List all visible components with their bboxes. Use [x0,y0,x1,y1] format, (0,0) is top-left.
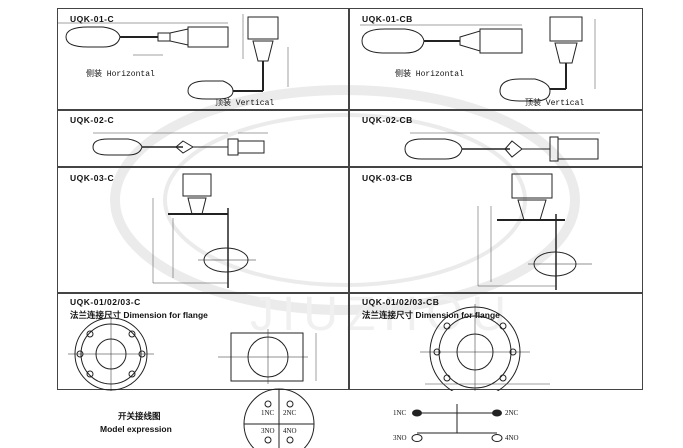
schematic-3no: 3NO [393,434,407,442]
panel-title: UQK-01/02/03-CB [362,297,440,307]
float-switch-drawing [92,132,268,156]
float-switch-drawing [360,16,596,102]
terminal-hole-icon [264,436,272,444]
panel-uqk-03-cb: UQK-03-CB [349,167,643,293]
panel-title: UQK-01-C [70,14,115,24]
horizontal-label: 侧装 Horizontal [86,70,155,79]
terminal-1nc: 1NC [261,409,275,417]
no-contact-icon [491,434,503,442]
terminal-hole-icon [264,400,272,408]
nc-contact-icon [492,409,502,417]
panel-uqk-01-c: UQK-01-C 侧装 Horizontal 顶装 Vertical [57,8,349,110]
float-switch-drawing [58,14,289,100]
panel-uqk-03-c: UQK-03-C [57,167,349,293]
float-switch-drawing [477,173,592,290]
terminal-4no: 4NO [283,427,297,435]
svg-text:JIUZHOU: JIUZHOU [250,288,514,341]
nc-contact-icon [412,409,422,417]
horizontal-label: 侧装 Horizontal [395,70,464,79]
panel-title: UQK-02-CB [362,115,413,125]
flange-drawing [420,304,550,391]
panel-title: UQK-01/02/03-C [70,297,141,307]
schematic-4no: 4NO [505,434,519,442]
terminal-hole-icon [286,436,294,444]
schematic-1nc: 1NC [393,409,407,417]
wiring-title-en: Model expression [100,424,172,434]
wiring-title-cn: 开关接线图 [118,411,161,421]
vertical-label: 顶装 Vertical [215,99,275,108]
panel-uqk-01-cb: UQK-01-CB 侧装 Horizontal 顶装 Vertical [349,8,643,110]
terminal-3no: 3NO [261,427,275,435]
terminal-2nc: 2NC [283,409,297,417]
panel-uqk-02-cb: UQK-02-CB [349,110,643,167]
panel-flange-c: UQK-01/02/03-C 法兰连接尺寸 Dimension for flan… [57,293,349,391]
panel-title: UQK-01-CB [362,14,413,24]
flange-drawing [68,314,317,391]
panel-uqk-02-c: UQK-02-C [57,110,349,167]
panel-title: UQK-02-C [70,115,115,125]
no-contact-icon [411,434,423,442]
panel-subtitle: 法兰连接尺寸 Dimension for flange [70,310,208,320]
panel-flange-cb: UQK-01/02/03-CB 法兰连接尺寸 Dimension for fla… [349,293,643,391]
float-switch-drawing [404,132,600,162]
panel-title: UQK-03-CB [362,173,413,183]
panel-subtitle: 法兰连接尺寸 Dimension for flange [362,310,500,320]
panel-title: UQK-03-C [70,173,115,183]
float-switch-drawing [152,173,256,288]
vertical-label: 顶装 Vertical [525,99,585,108]
schematic-2nc: 2NC [505,409,519,417]
terminal-hole-icon [286,400,294,408]
